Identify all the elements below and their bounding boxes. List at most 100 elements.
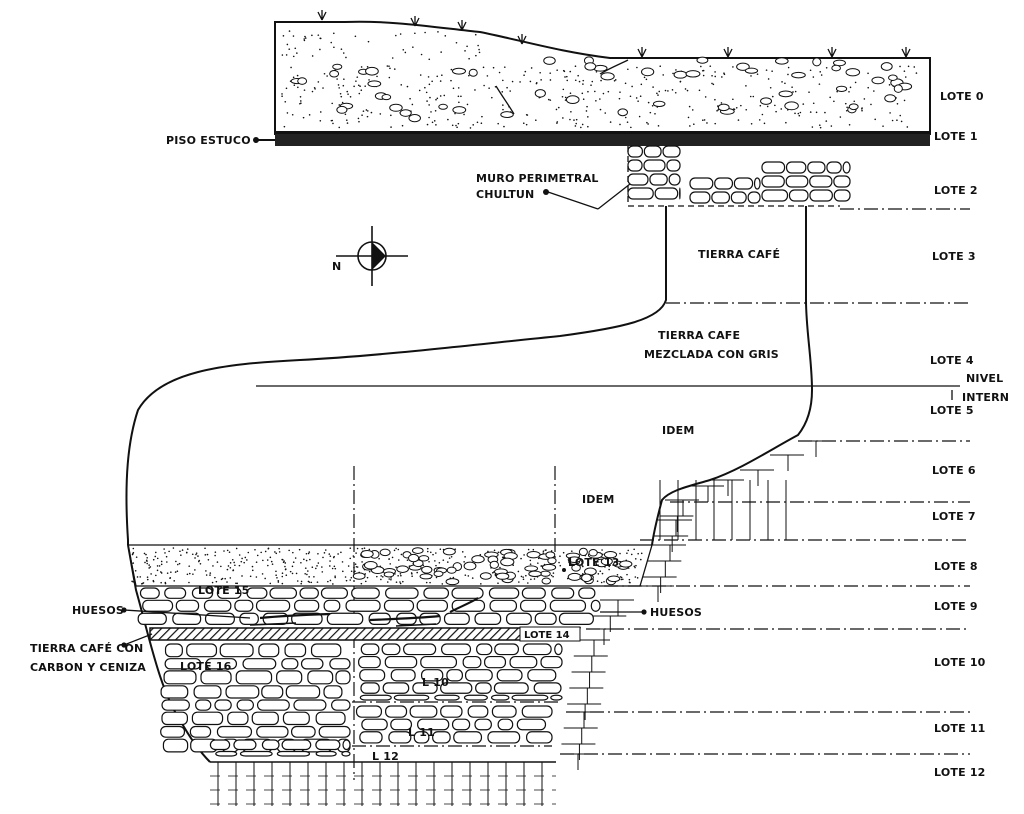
chultun-outline-left (125, 206, 667, 545)
pebble (893, 84, 903, 93)
gravel-pebble (363, 561, 378, 570)
fill-stone (550, 694, 563, 701)
label-huesos-left: HUESOS (72, 604, 124, 617)
fill-stone (440, 705, 463, 718)
fill-stone (451, 599, 486, 612)
lot-label: LOTE 5 (930, 404, 974, 417)
fill-stone (527, 669, 557, 682)
pebble (744, 67, 759, 74)
fill-stone (358, 655, 381, 669)
gravel-pebble (578, 547, 588, 557)
fill-stone (419, 612, 441, 625)
fill-stone (163, 670, 197, 685)
label-tierra-carbon-2: CARBON Y CENIZA (30, 661, 146, 674)
fill-stone (384, 655, 418, 669)
fill-stone (388, 731, 412, 744)
wall-stone (788, 189, 809, 202)
fill-stone (420, 655, 458, 669)
gravel-pebble (408, 553, 420, 563)
lote-14-box (519, 626, 581, 642)
pebble (640, 67, 655, 77)
fill-stone (521, 705, 553, 718)
pebble (565, 95, 580, 105)
wall-stone (761, 189, 789, 202)
lot-label: LOTE 1 (934, 130, 978, 143)
fill-stone (320, 587, 349, 599)
pebble (500, 111, 514, 118)
fill-stone (318, 725, 351, 738)
label-tierra-gris-1: TIERRA CAFE (658, 329, 740, 342)
wall-stone (761, 161, 786, 174)
gravel-pebble (495, 572, 510, 580)
fill-stone (164, 643, 183, 658)
fill-stone (203, 599, 232, 612)
fill-stone (172, 612, 202, 625)
label-lote-13: LOTE 13 (568, 556, 620, 569)
root-mark (495, 85, 515, 115)
pebble (336, 105, 348, 114)
wall-stone (842, 161, 851, 174)
fill-stone (300, 658, 324, 670)
label-l12: L 12 (372, 750, 399, 763)
lot-label: LOTE 12 (934, 766, 986, 779)
fill-stone (526, 731, 553, 744)
fill-stone (487, 731, 521, 744)
wall-stone (733, 177, 754, 190)
label-lote-15: LOTE 15 (198, 584, 250, 597)
lot-label: LOTE 4 (930, 354, 974, 367)
pebble (812, 57, 822, 67)
wall-stone (689, 177, 714, 190)
pebble (848, 103, 859, 111)
label-nivel-2: INTERN (962, 391, 1009, 404)
wall-stone (785, 175, 809, 188)
fill-stone (256, 699, 290, 711)
fill-stone (476, 643, 493, 656)
wall-stone (809, 189, 833, 202)
fill-stone (385, 587, 419, 599)
fill-stone (164, 658, 202, 670)
pebble (673, 70, 688, 79)
fill-stone (307, 670, 334, 685)
fill-stone (235, 670, 273, 685)
gravel-pebble (479, 572, 492, 580)
perimeter-wall (627, 145, 851, 204)
pebble (696, 56, 709, 64)
pebble (408, 113, 421, 123)
fill-stone (299, 587, 319, 599)
fill-stone (186, 643, 218, 658)
fill-stone (496, 669, 523, 682)
stucco-floor-top (275, 131, 930, 134)
fill-stone (215, 750, 238, 757)
label-muro-2: CHULTUN (476, 188, 534, 201)
fill-stone (360, 643, 380, 656)
fill-stone (293, 699, 327, 711)
gravel-pebble (360, 549, 374, 559)
pebble (399, 109, 412, 117)
gravel-pebble (567, 572, 582, 581)
fill-stone (489, 599, 518, 612)
callout-dot (121, 607, 127, 613)
lot-label: LOTE 2 (934, 184, 978, 197)
fill-stone (200, 670, 232, 685)
fill-stone (191, 587, 214, 599)
pebble (845, 68, 861, 77)
wall-stone (714, 177, 734, 190)
pebble (884, 94, 897, 103)
fill-stone (533, 682, 562, 694)
wall-stone (785, 161, 807, 174)
pebble (617, 108, 628, 117)
fill-stone (360, 682, 380, 694)
stone-fill-upper (137, 587, 601, 625)
chultun-outline-right (651, 206, 814, 546)
fill-stone (355, 705, 383, 718)
gravel-pebble (619, 560, 633, 568)
fill-stone (497, 718, 514, 731)
gravel-pebble (383, 571, 395, 578)
pebble (452, 106, 467, 114)
lot-label: LOTE 11 (934, 722, 986, 735)
pebble (365, 66, 379, 76)
pebble (685, 70, 701, 78)
fill-stone (227, 711, 249, 726)
callout-dot (253, 137, 259, 143)
fill-stone (420, 669, 444, 682)
